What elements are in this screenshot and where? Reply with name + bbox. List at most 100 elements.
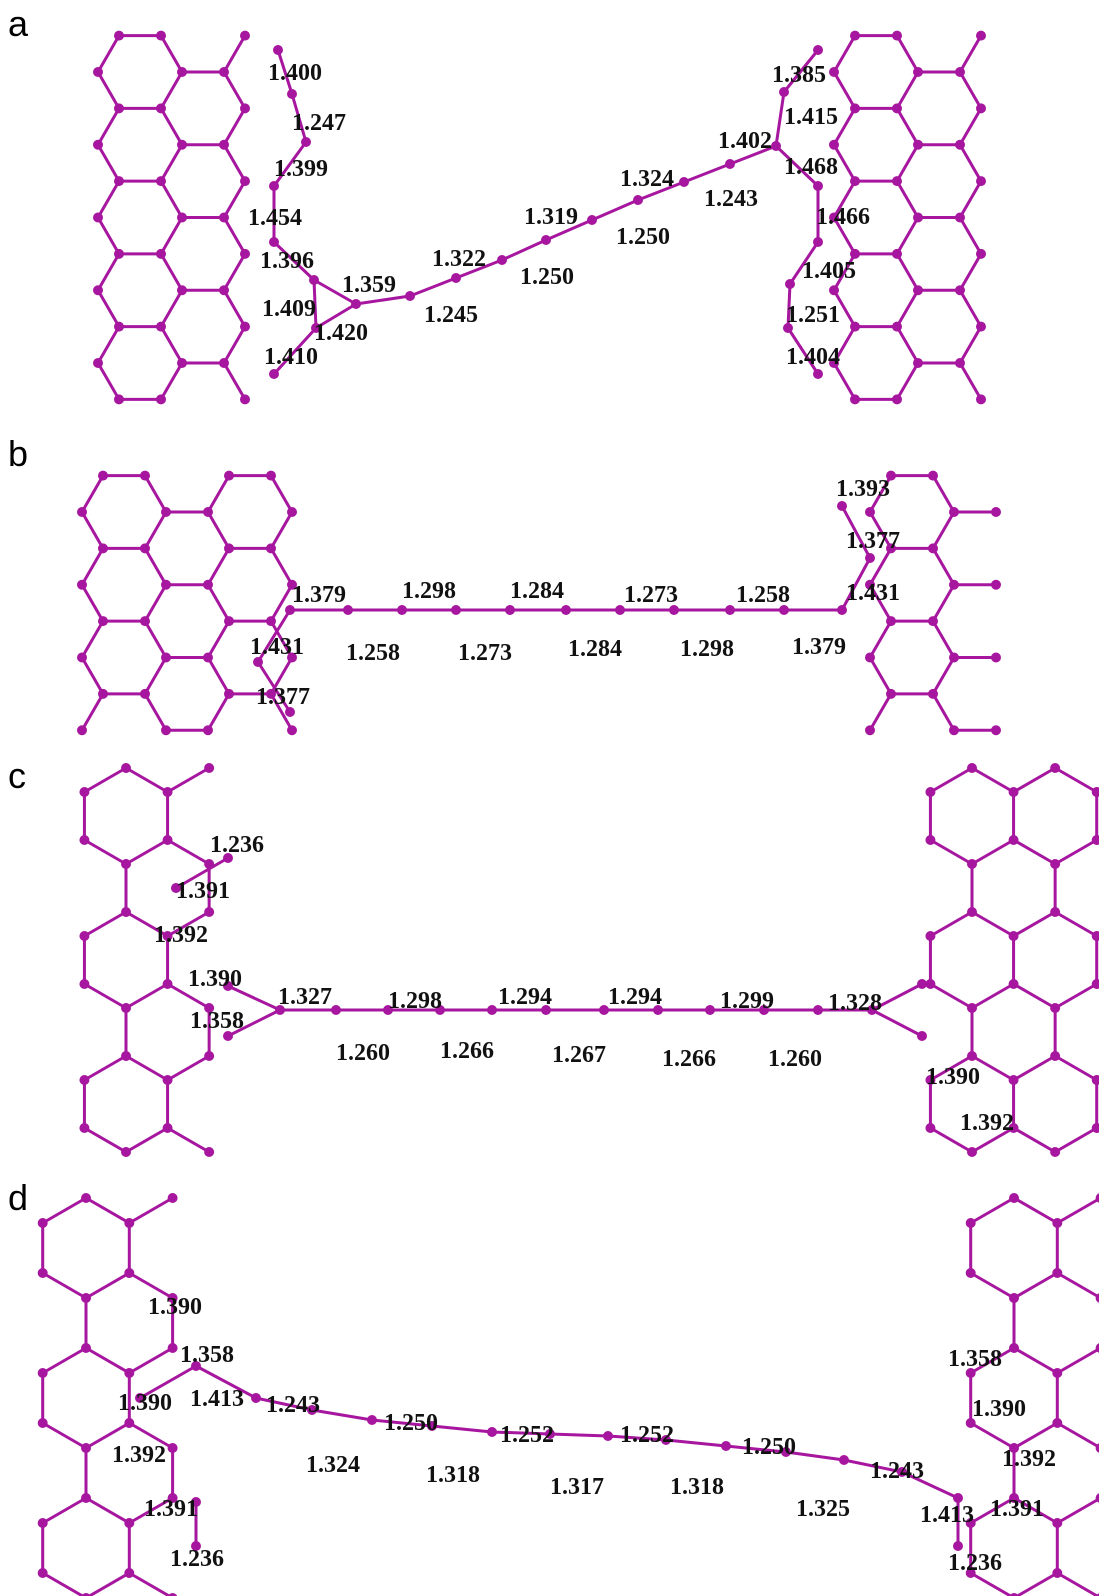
bond xyxy=(969,1421,1016,1450)
bond xyxy=(970,838,1016,866)
bond xyxy=(159,252,184,292)
bond xyxy=(895,215,920,256)
carbon-atom xyxy=(167,1193,178,1203)
bond xyxy=(931,474,956,514)
bond-label-a: 1.385 xyxy=(772,62,826,88)
bond xyxy=(895,325,920,365)
bond xyxy=(928,766,974,794)
bond xyxy=(958,288,983,329)
carbon-atom xyxy=(1095,1493,1099,1503)
bond xyxy=(124,982,170,1010)
bond xyxy=(96,179,121,219)
bond xyxy=(782,48,820,94)
bond xyxy=(1053,982,1099,1010)
bond xyxy=(1053,1054,1099,1082)
bond xyxy=(206,474,231,514)
carbon-atom xyxy=(633,195,643,205)
bond xyxy=(1012,982,1057,1010)
bond-label-d: 1.413 xyxy=(190,1386,244,1412)
bond xyxy=(1012,766,1057,794)
bond xyxy=(124,910,170,938)
bond xyxy=(80,655,105,696)
carbon-atom xyxy=(561,605,571,615)
bond xyxy=(840,504,872,560)
bond xyxy=(1055,1271,1099,1299)
bond xyxy=(82,982,128,1010)
carbon-atom xyxy=(1096,1593,1099,1596)
carbon-atom xyxy=(976,394,986,405)
bond-label-b: 1.273 xyxy=(624,582,678,608)
bond-label-d: 1.243 xyxy=(870,1458,924,1484)
bond xyxy=(159,179,184,219)
bond xyxy=(222,215,247,256)
bond xyxy=(786,326,820,376)
carbon-atom xyxy=(253,657,263,667)
bond xyxy=(41,1271,88,1300)
bond xyxy=(1012,1196,1059,1225)
bond xyxy=(500,238,548,262)
bond xyxy=(166,982,211,1010)
bond xyxy=(194,1364,258,1400)
bond xyxy=(958,252,983,292)
carbon-atom xyxy=(273,45,283,55)
bond xyxy=(832,106,857,147)
bond xyxy=(82,1126,128,1154)
carbon-atom xyxy=(1095,1343,1099,1353)
bond xyxy=(222,34,247,74)
bond xyxy=(590,198,640,222)
bond xyxy=(430,1424,494,1434)
bond-label-d: 1.392 xyxy=(112,1442,166,1468)
bond xyxy=(1053,766,1099,794)
bond xyxy=(928,1054,974,1082)
bond xyxy=(868,619,893,659)
bond xyxy=(931,692,956,732)
bond xyxy=(166,1054,211,1082)
bond xyxy=(256,660,292,714)
carbon-atom xyxy=(661,1435,671,1445)
bond xyxy=(928,910,974,938)
bond xyxy=(143,583,168,623)
bond xyxy=(832,215,857,256)
bond xyxy=(548,1432,610,1438)
panel-letter-a: a xyxy=(8,3,29,44)
bond xyxy=(159,288,184,329)
bond xyxy=(832,143,857,183)
bond-label-a: 1.396 xyxy=(260,248,314,274)
bond xyxy=(900,1470,960,1500)
carbon-atom xyxy=(991,725,1001,736)
carbon-atom xyxy=(785,279,795,289)
bond xyxy=(222,179,247,219)
bond xyxy=(127,1496,175,1525)
carbon-atom xyxy=(783,323,793,333)
bond xyxy=(256,608,292,664)
bond xyxy=(895,288,920,329)
bond-label-c: 1.294 xyxy=(608,984,662,1010)
bond-label-a: 1.251 xyxy=(786,302,840,328)
carbon-atom xyxy=(435,1005,445,1015)
carbon-atom xyxy=(287,725,297,736)
bond-label-c: 1.390 xyxy=(926,1064,980,1090)
bond xyxy=(127,1421,175,1450)
bond xyxy=(206,510,231,550)
bond-label-b: 1.273 xyxy=(458,640,512,666)
bond xyxy=(41,1571,86,1596)
bond xyxy=(222,361,247,401)
bond xyxy=(958,325,983,365)
bond xyxy=(312,278,318,330)
bond-label-a: 1.409 xyxy=(262,296,316,322)
carbon-atom xyxy=(1095,1293,1099,1303)
bond-label-a: 1.404 xyxy=(786,344,840,370)
bond xyxy=(870,1008,924,1038)
bond xyxy=(774,90,786,148)
carbon-atom xyxy=(839,1455,849,1465)
bond-label-b: 1.377 xyxy=(846,528,900,554)
bond xyxy=(272,240,316,282)
carbon-atom xyxy=(813,181,823,191)
bond xyxy=(832,34,857,74)
bond xyxy=(310,1408,374,1422)
bond-label-a: 1.359 xyxy=(342,272,396,298)
bond-label-c: 1.390 xyxy=(188,966,242,992)
carbon-atom xyxy=(679,177,689,187)
bond-label-a: 1.410 xyxy=(264,344,318,370)
panel-letter-b: b xyxy=(8,433,28,474)
